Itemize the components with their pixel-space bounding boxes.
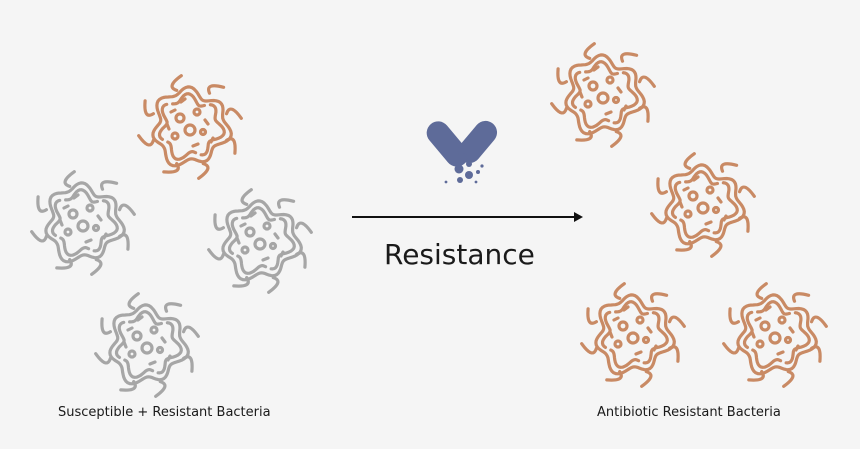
process-label: Resistance [384,238,535,271]
susceptible-bacterium-icon [28,168,138,278]
left-group-caption: Susceptible + Resistant Bacteria [58,405,271,420]
susceptible-bacterium-icon [205,186,315,296]
susceptible-bacterium-icon [92,290,202,400]
right-group-caption: Antibiotic Resistant Bacteria [597,405,781,420]
resistant-bacterium-icon [648,150,758,260]
resistant-bacterium-icon [720,280,830,390]
resistant-bacterium-icon [548,40,658,150]
capsule-pill-icon [418,116,503,191]
resistant-bacterium-icon [135,72,245,182]
right-arrow-icon [352,210,584,224]
resistant-bacterium-icon [578,280,688,390]
